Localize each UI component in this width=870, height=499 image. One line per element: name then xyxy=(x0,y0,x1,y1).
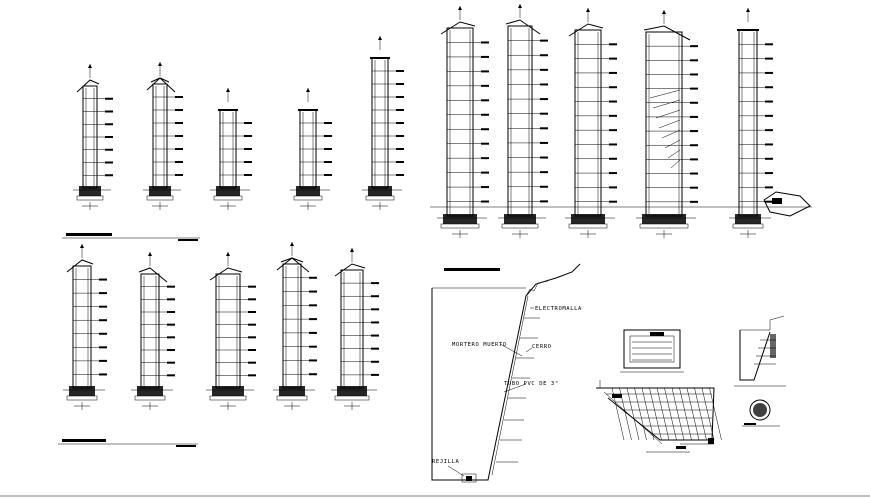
leader-rejilla xyxy=(447,465,465,477)
label-electromalla: ELECTROMALLA xyxy=(535,306,582,312)
title-bar-retaining-wall xyxy=(444,268,500,271)
wall-section-icon xyxy=(206,252,256,410)
drain-grille xyxy=(461,473,477,483)
label-cerro: CERRO xyxy=(532,344,552,350)
wall-sections-row-bottom xyxy=(63,242,379,410)
small-wall-detail xyxy=(734,315,786,387)
leader-mortero xyxy=(499,343,523,357)
wall-section-icon xyxy=(331,248,379,410)
wall-section-icon xyxy=(210,88,252,210)
wall-section-icon xyxy=(143,62,183,210)
label-tubo-pvc: TUBO PVC DE 3" xyxy=(504,381,559,387)
leader-cerro xyxy=(525,347,533,353)
drain-pipes xyxy=(496,317,540,463)
wall-section-icon xyxy=(437,6,489,238)
plan-detail xyxy=(620,329,684,373)
title-bar-top-left xyxy=(62,233,200,241)
wall-section-icon xyxy=(362,36,404,210)
wall-section-icon xyxy=(131,252,175,410)
wall-section-icon xyxy=(290,88,332,210)
wall-section-icon xyxy=(273,242,317,410)
wall-section-icon xyxy=(636,10,698,238)
retaining-wall-section: ELECTROMALLA MORTERO MUERTO CERRO TUBO P… xyxy=(431,263,582,483)
terrain-line xyxy=(525,280,549,297)
wall-section-icon xyxy=(729,8,773,238)
label-rejilla: REJILLA xyxy=(432,459,459,465)
wall-inner-face xyxy=(491,295,529,476)
wall-section-icon xyxy=(73,64,113,210)
wall-sections-row-top xyxy=(73,4,812,238)
wall-section-icon xyxy=(498,4,548,238)
rebar-circle-detail xyxy=(742,399,780,427)
leader-tubo xyxy=(503,383,527,393)
annex-detail xyxy=(763,191,811,217)
title-bar-bottom-left xyxy=(58,439,198,447)
wall-section-icon xyxy=(565,8,617,238)
wall-section-icon xyxy=(63,244,107,410)
label-mortero-muerto: MORTERO MUERTO xyxy=(452,342,507,348)
wall-outline xyxy=(431,263,581,481)
slope-mesh-detail xyxy=(596,380,722,453)
